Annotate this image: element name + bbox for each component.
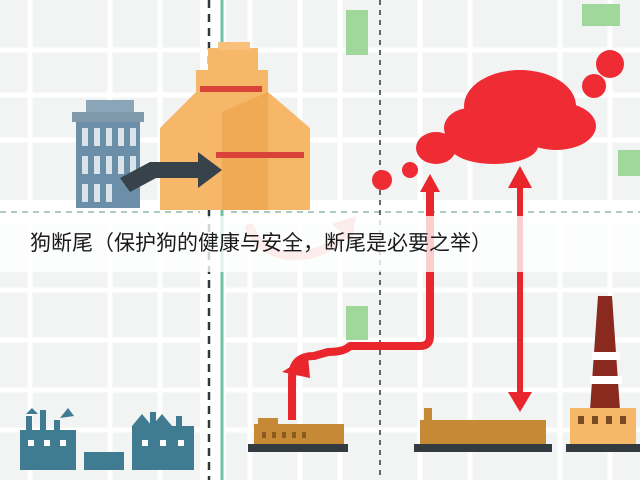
pipe-arrow-icon bbox=[288, 190, 434, 420]
warehouse-icon bbox=[414, 408, 552, 452]
small-factories-icon bbox=[20, 408, 194, 470]
caption-text: 狗断尾（保护狗的健康与安全，断尾是必要之举） bbox=[30, 231, 492, 255]
factory-icon bbox=[160, 42, 310, 210]
arrow-icon bbox=[120, 152, 222, 192]
caption-band bbox=[0, 216, 640, 272]
chimney-icon bbox=[566, 296, 640, 452]
parks bbox=[346, 4, 640, 340]
smoke-cloud-icon bbox=[372, 50, 624, 190]
low-building-icon bbox=[248, 418, 348, 452]
office-building-icon bbox=[72, 100, 144, 208]
